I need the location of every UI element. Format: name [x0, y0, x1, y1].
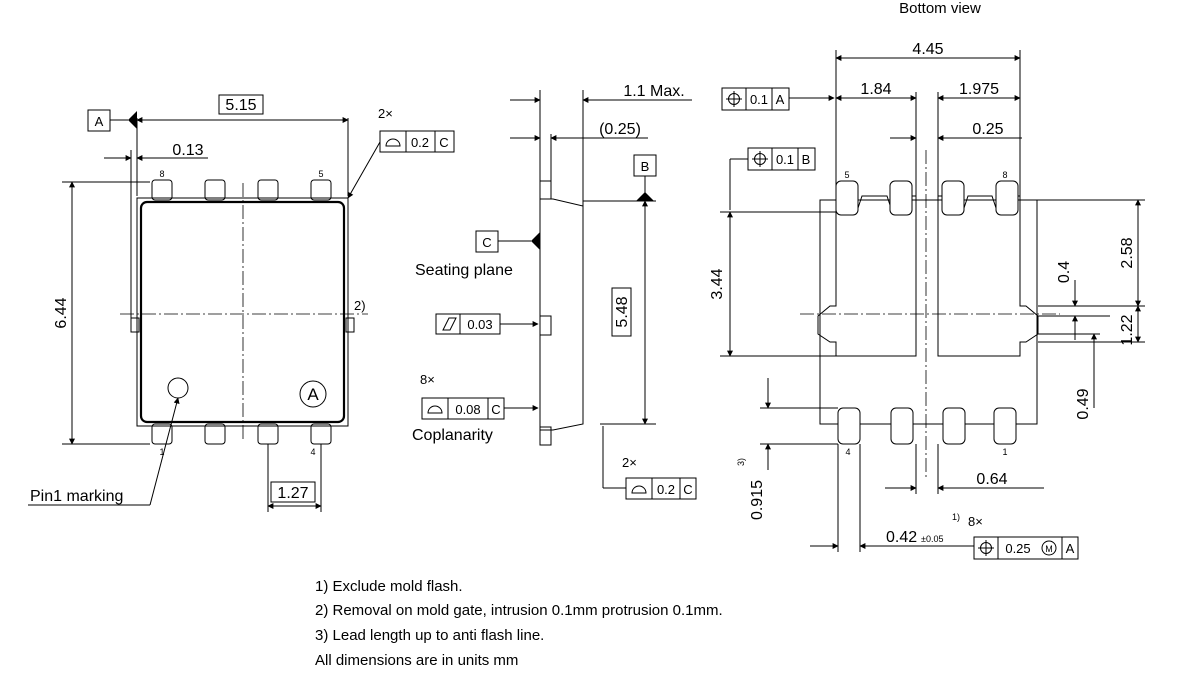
notes: 1) Exclude mold flash. 2) Removal on mol… [315, 578, 723, 669]
profile-datum: C [439, 135, 448, 150]
side-view: 1.1 Max. (0.25) B 5.48 C Seating plane 0… [412, 83, 697, 500]
pos-b-value: 0.1 [776, 152, 794, 167]
pin-number-1: 1 [159, 447, 164, 457]
bv-lead-length-ref: 3) [736, 458, 746, 466]
bottom-view-lead [941, 180, 965, 216]
circle-label: A [307, 385, 319, 404]
note-1: 1) Exclude mold flash. [315, 578, 463, 595]
bottom-view-lead [889, 180, 913, 216]
note-units: All dimensions are in units mm [315, 652, 518, 669]
side-profile-datum: C [683, 482, 692, 497]
datum-a-label: A [95, 114, 104, 129]
side-profile-count: 2× [622, 455, 637, 470]
top-body-inner [139, 200, 346, 424]
bottom-view-lead-8 [995, 180, 1019, 216]
side-lead-mid [539, 315, 552, 336]
coplanarity-count: 8× [420, 372, 435, 387]
datum-c-label: C [482, 235, 491, 250]
bv-lead-to-pad: 0.49 [1075, 388, 1092, 419]
pin1-dot [167, 377, 189, 399]
bottom-lead [257, 423, 279, 445]
top-lead [204, 179, 226, 201]
standoff: (0.25) [599, 121, 641, 138]
top-lead-5 [310, 179, 332, 201]
bv-notch: 0.4 [1056, 261, 1073, 283]
bottom-view: Bottom view 5 8 4 1 4.45 1.8 [709, 0, 1145, 560]
lead-pos-datum: A [1066, 541, 1075, 556]
left-die-pad [817, 193, 917, 357]
bv-pin-8: 8 [1002, 170, 1007, 180]
side-lead-bottom [539, 426, 552, 446]
dimension-pitch: 1.27 [277, 485, 308, 502]
bv-lead-width-tol: ±0.05 [921, 534, 943, 544]
dimension-width: 5.15 [225, 97, 256, 114]
side-profile-value: 0.2 [657, 482, 675, 497]
lead-pos-value: 0.25 [1005, 541, 1030, 556]
profile-value: 0.2 [411, 135, 429, 150]
bv-pin-5: 5 [844, 170, 849, 180]
coplanarity-value: 0.08 [455, 402, 480, 417]
seating-plane-label: Seating plane [415, 262, 513, 279]
pin-number-8: 8 [159, 169, 164, 179]
pin1-marking-label: Pin1 marking [30, 488, 123, 505]
bv-gap: 0.25 [972, 121, 1003, 138]
bottom-view-title: Bottom view [899, 0, 981, 17]
bv-width: 4.45 [912, 41, 943, 58]
pos-a-datum: A [776, 92, 785, 107]
bv-lead-length: 0.915 [749, 480, 766, 520]
top-view: A 8 5 1 4 5.15 A 0.13 6.44 2× 0.2 C [28, 94, 455, 512]
bv-pin-1: 1 [1002, 447, 1007, 457]
pin-number-5: 5 [318, 169, 323, 179]
bv-lead-width: 0.42 [886, 529, 917, 546]
bottom-package-outline [819, 199, 1038, 425]
coplanarity-datum: C [491, 402, 500, 417]
right-die-pad [937, 195, 1039, 357]
lead-pos-mod: M [1045, 544, 1053, 554]
pin-number-4: 4 [310, 447, 315, 457]
side-lead-top [539, 180, 552, 200]
datum-a-circle [299, 380, 327, 408]
lead-position-fcf [973, 536, 1079, 560]
datum-b-label: B [641, 159, 650, 174]
dimension-offset: 0.13 [172, 142, 203, 159]
bottom-view-lead [942, 407, 966, 445]
bottom-lead [204, 423, 226, 445]
bottom-view-lead-4 [837, 407, 861, 445]
bv-notch-span: 1.22 [1119, 314, 1136, 345]
bottom-lead-4 [310, 423, 332, 445]
side-height: 5.48 [614, 296, 631, 327]
note-2: 2) Removal on mold gate, intrusion 0.1mm… [315, 602, 723, 619]
dimension-height: 6.44 [53, 297, 70, 328]
mold-gate-tab-right [345, 317, 355, 333]
top-body-outline [136, 197, 349, 427]
profile-count: 2× [378, 106, 393, 121]
bv-pad-right: 1.975 [959, 81, 999, 98]
coplanarity-label: Coplanarity [412, 427, 493, 444]
bottom-view-lead [890, 407, 914, 445]
note-3: 3) Lead length up to anti flash line. [315, 627, 544, 644]
bv-lead-pitch: 0.64 [976, 471, 1007, 488]
pos-b-datum: B [802, 152, 811, 167]
bottom-view-lead-1 [993, 407, 1017, 445]
side-profile-fcf [625, 477, 697, 500]
max-height: 1.1 Max. [623, 83, 684, 100]
flatness-value: 0.03 [467, 317, 492, 332]
bv-pin-4: 4 [845, 447, 850, 457]
bv-lead-width-ref: 1) [952, 512, 960, 522]
side-body-profile [539, 195, 584, 431]
bv-pad-left: 1.84 [860, 81, 891, 98]
bv-upper-height: 2.58 [1119, 237, 1136, 268]
top-lead [257, 179, 279, 201]
bottom-view-lead-5 [835, 180, 859, 216]
bv-lead-count: 8× [968, 514, 983, 529]
pos-a-value: 0.1 [750, 92, 768, 107]
mold-gate-tab-left [130, 317, 140, 333]
bv-pad-height: 3.44 [709, 268, 726, 299]
note-ref-2: 2) [354, 298, 366, 313]
top-lead-8 [151, 179, 173, 201]
